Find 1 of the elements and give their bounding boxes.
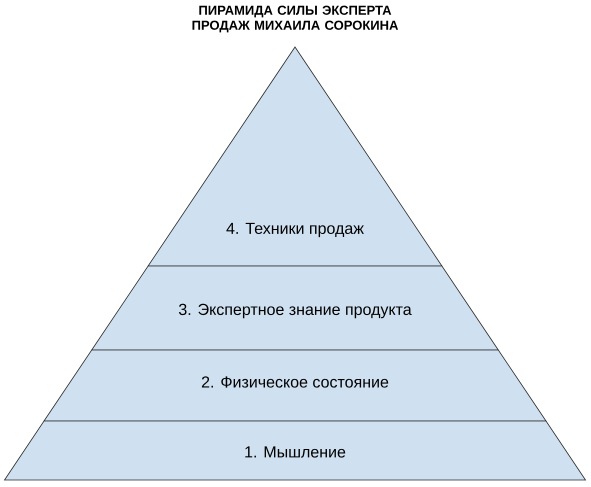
title: ПИРАМИДА СИЛЫ ЭКСПЕРТА ПРОДАЖ МИХАИЛА СОРОКИНА [192, 6, 398, 32]
